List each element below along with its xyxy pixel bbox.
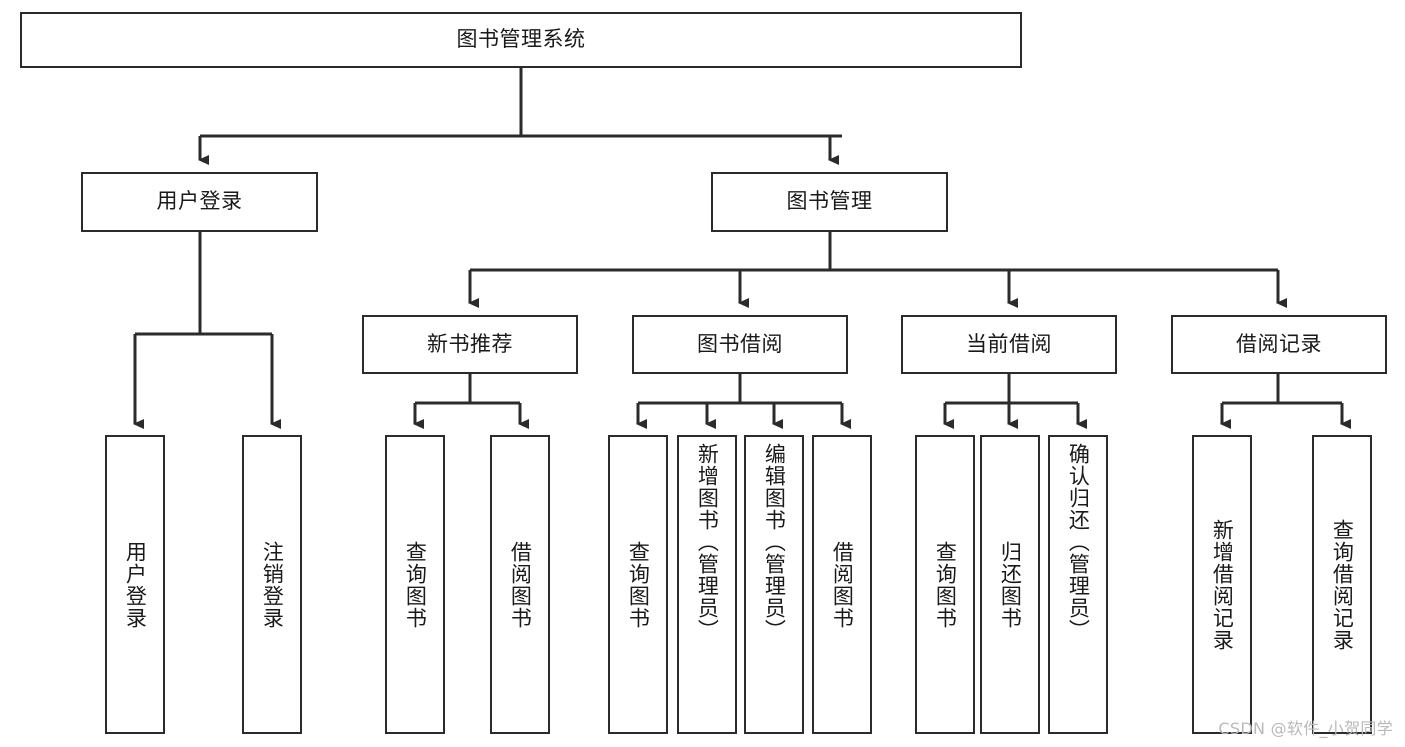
leaf-label: 借阅图书 xyxy=(830,540,855,629)
leaf-book-borrow-edit-book-admin[interactable]: 编辑图书（管理员） xyxy=(744,435,804,734)
node-label: 图书管理系统 xyxy=(456,27,586,52)
leaf-label: 归还图书 xyxy=(998,540,1023,629)
leaf-book-borrow-add-book-admin[interactable]: 新增图书（管理员） xyxy=(677,435,737,734)
leaf-book-borrow-query-book[interactable]: 查询图书 xyxy=(608,435,668,734)
leaf-label: 用户登录 xyxy=(123,540,148,629)
leaf-new-book-query-book[interactable]: 查询图书 xyxy=(385,435,445,734)
leaf-new-book-borrow-book[interactable]: 借阅图书 xyxy=(490,435,550,734)
node-label: 图书管理 xyxy=(786,189,873,214)
leaf-user-login-logout[interactable]: 注销登录 xyxy=(242,435,302,734)
node-borrow-record[interactable]: 借阅记录 xyxy=(1171,315,1387,374)
leaf-label: 确认归还（管理员） xyxy=(1066,443,1091,641)
leaf-current-borrow-query-book[interactable]: 查询图书 xyxy=(915,435,975,734)
node-label: 图书借阅 xyxy=(697,331,783,356)
leaf-label: 查询图书 xyxy=(626,540,651,629)
leaf-label: 注销登录 xyxy=(260,540,285,629)
node-label: 新书推荐 xyxy=(427,331,513,356)
node-label: 当前借阅 xyxy=(966,331,1052,356)
leaf-label: 编辑图书（管理员） xyxy=(762,443,787,641)
node-label: 借阅记录 xyxy=(1236,331,1322,356)
csdn-watermark: CSDN @软件_小贺同学 xyxy=(1218,719,1393,738)
leaf-label: 新增借阅记录 xyxy=(1210,518,1235,651)
leaf-label: 查询图书 xyxy=(403,540,428,629)
leaf-book-borrow-borrow-book[interactable]: 借阅图书 xyxy=(812,435,872,734)
leaf-current-borrow-confirm-return-admin[interactable]: 确认归还（管理员） xyxy=(1048,435,1108,734)
node-current-borrow[interactable]: 当前借阅 xyxy=(901,315,1117,374)
leaf-borrow-record-add-record[interactable]: 新增借阅记录 xyxy=(1192,435,1252,734)
node-new-book-recommend[interactable]: 新书推荐 xyxy=(362,315,578,374)
leaf-label: 借阅图书 xyxy=(508,540,533,629)
node-user-login[interactable]: 用户登录 xyxy=(81,172,318,232)
leaf-borrow-record-query-record[interactable]: 查询借阅记录 xyxy=(1312,435,1372,734)
leaf-label: 查询图书 xyxy=(933,540,958,629)
leaf-label: 新增图书（管理员） xyxy=(695,443,720,641)
leaf-user-login-login[interactable]: 用户登录 xyxy=(105,435,165,734)
node-root-book-management-system[interactable]: 图书管理系统 xyxy=(20,12,1022,68)
leaf-label: 查询借阅记录 xyxy=(1330,518,1355,651)
node-book-borrow[interactable]: 图书借阅 xyxy=(632,315,848,374)
node-book-management[interactable]: 图书管理 xyxy=(711,172,948,232)
leaf-current-borrow-return-book[interactable]: 归还图书 xyxy=(980,435,1040,734)
node-label: 用户登录 xyxy=(156,189,243,214)
